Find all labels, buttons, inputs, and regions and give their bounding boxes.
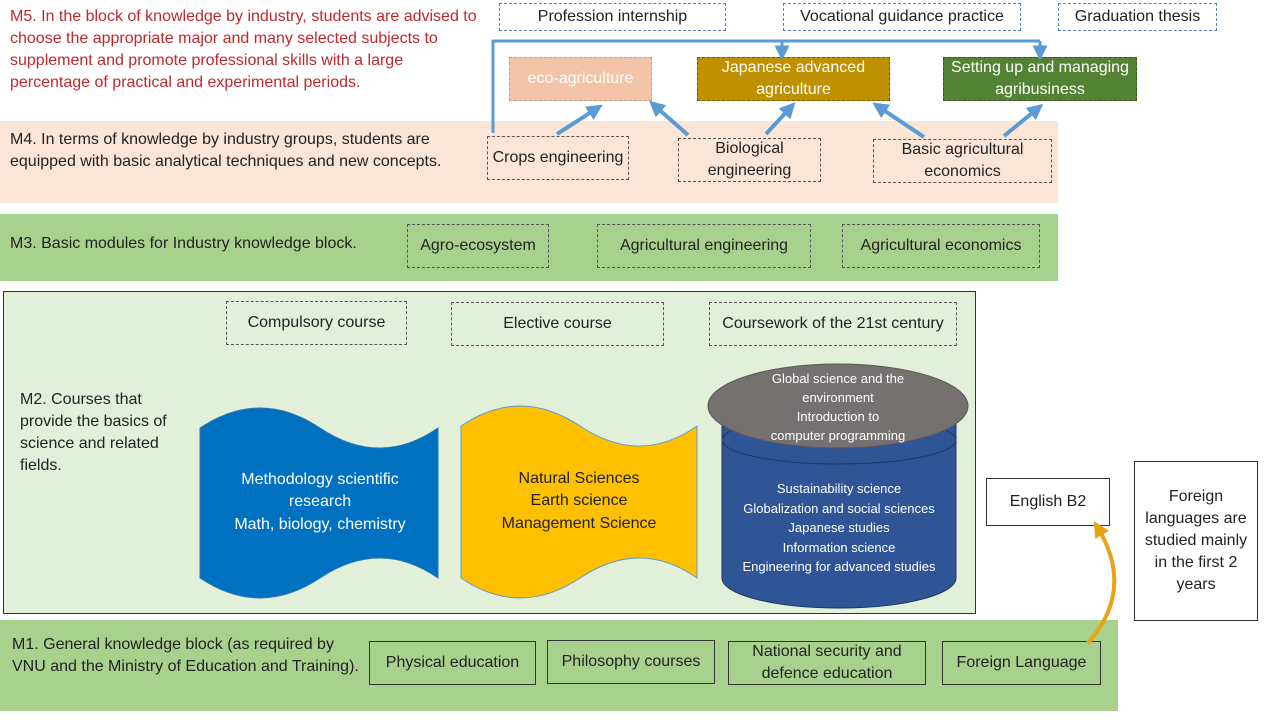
m4-description: M4. In terms of knowledge by industry gr… [10,131,442,171]
century-cylinder-body [721,419,957,609]
century-coursework-header: Coursework of the 21st century [709,302,957,346]
century-body-line: Japanese studies [788,520,890,535]
century-top-text: Global science and the environment Intro… [728,370,948,445]
m3-band [0,214,1058,281]
agricultural-economics-box: Agricultural economics [842,224,1040,268]
elective-line: Natural Sciences [518,470,640,487]
century-top-line: Global science and the [771,371,905,386]
compulsory-line: Methodology scientific [241,471,399,488]
vocational-guidance-box: Vocational guidance practice [783,3,1021,31]
century-body-line: Information science [782,539,896,555]
elective-course-header: Elective course [451,302,664,346]
agro-ecosystem-box: Agro-ecosystem [407,224,549,268]
m2-description: M2. Courses that provide the basics of s… [20,391,167,475]
m3-description: M3. Basic modules for Industry knowledge… [10,235,357,252]
physical-education-box: Physical education [369,641,536,685]
century-top-line: Introduction to [796,408,880,424]
agricultural-engineering-box: Agricultural engineering [597,224,811,268]
graduation-thesis-box: Graduation thesis [1058,3,1217,31]
basic-agricultural-economics-box: Basic agricultural economics [873,139,1052,183]
english-b2-box: English B2 [986,478,1110,526]
century-top-line: computer programming [770,427,906,443]
compulsory-course-header: Compulsory course [226,301,407,345]
century-body-line: Globalization and social sciences [743,500,935,516]
compulsory-banner [199,407,439,599]
elective-line: Earth science [530,492,628,510]
elective-line: Management Science [501,514,657,532]
elective-banner [460,405,698,599]
elective-banner-text: Natural Sciences Earth science Managemen… [463,468,695,535]
crops-engineering-box: Crops engineering [487,136,629,180]
profession-internship-box: Profession internship [499,3,726,31]
m5-description: M5. In the block of knowledge by industr… [10,8,477,92]
century-body-line: Engineering for advanced studies [742,559,936,574]
century-top-ellipse [707,363,969,449]
philosophy-courses-box: Philosophy courses [547,640,715,684]
century-top-line: environment [802,389,874,405]
foreign-language-box: Foreign Language [942,641,1101,685]
m1-description: M1. General knowledge block (as required… [12,636,359,676]
foreign-languages-note: Foreign languages are studied mainly in … [1134,461,1258,621]
century-body-line: Sustainability science [776,481,902,496]
m1-band [0,620,1118,711]
compulsory-line: research [288,493,352,511]
compulsory-banner-text: Methodology scientific research Math, bi… [210,469,430,536]
century-body-text: Sustainability science Globalization and… [722,479,956,577]
biological-engineering-box: Biological engineering [678,138,821,182]
national-security-box: National security and defence education [728,641,926,685]
compulsory-line: Math, biology, chemistry [234,515,406,533]
